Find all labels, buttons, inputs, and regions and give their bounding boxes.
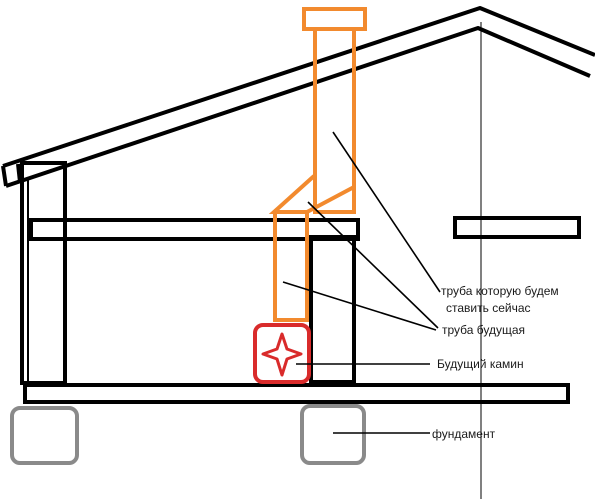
leader-pipe-future-upper	[307, 201, 439, 329]
right-beam-segment	[453, 216, 581, 239]
interior-column	[309, 235, 356, 384]
leader-pipe-now	[332, 131, 441, 293]
label-pipe-now-line2: ставить сейчас	[446, 301, 531, 315]
roof-bottom-edge	[5, 26, 591, 188]
leader-lines	[282, 131, 441, 434]
foundation-block-left	[10, 406, 79, 465]
four-point-star-icon	[261, 332, 303, 377]
roof-fold-left	[16, 163, 22, 183]
label-pipe-now-line1: труба которую будем	[441, 284, 559, 298]
left-wall	[20, 161, 67, 385]
ceiling-beam	[29, 218, 360, 241]
pipe-current-upper	[313, 27, 356, 214]
chimney-pipe	[268, 7, 367, 322]
label-fireplace: Будущий камин	[437, 357, 524, 371]
pipe-cap	[302, 7, 367, 31]
roof-left-end	[1, 165, 8, 187]
label-foundation: фундамент	[432, 427, 496, 441]
fireplace	[253, 323, 311, 384]
roof-top-edge	[2, 6, 595, 168]
fireplace-box	[253, 323, 311, 384]
roof	[1, 6, 595, 188]
foundation-block-right	[300, 404, 366, 465]
label-pipe-future: труба будущая	[442, 323, 525, 337]
pipe-future-lower	[273, 210, 309, 322]
floor-slab	[23, 383, 570, 404]
leader-pipe-future-lower	[282, 281, 437, 331]
